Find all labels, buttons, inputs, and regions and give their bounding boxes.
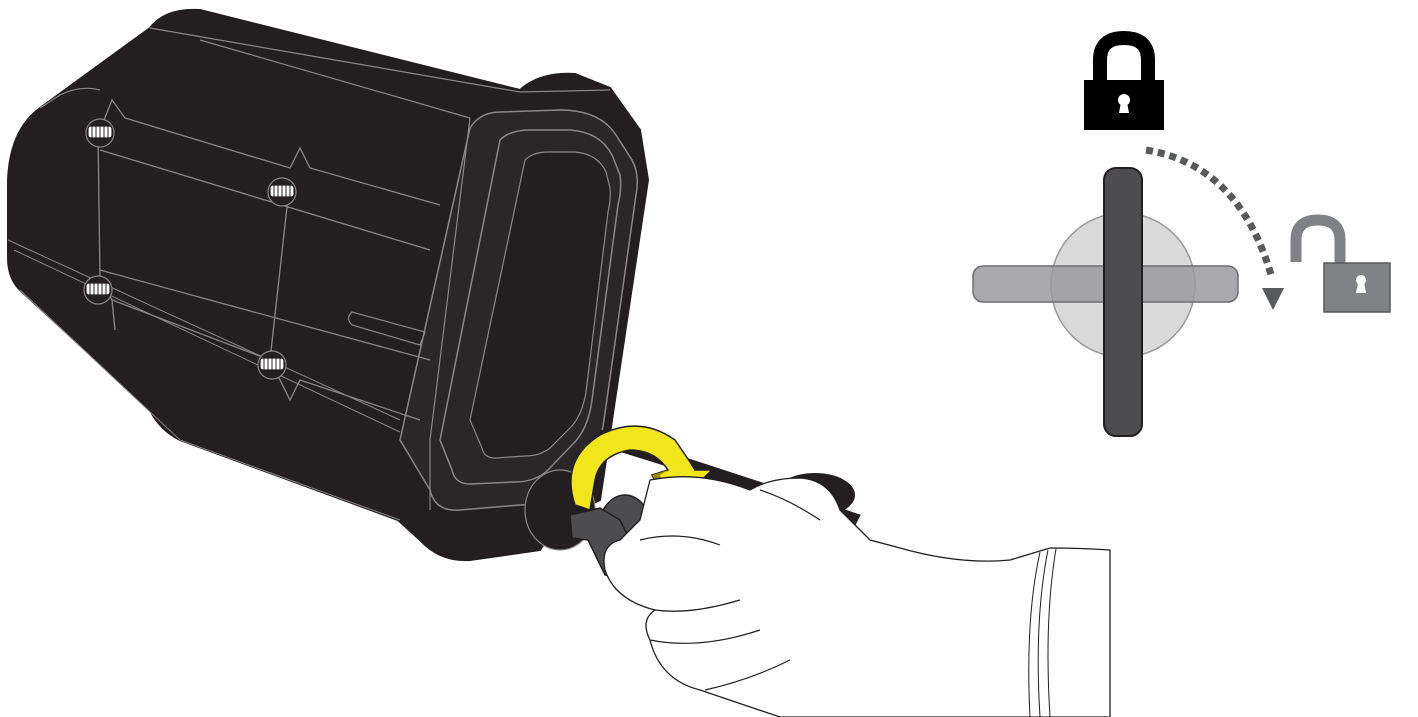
screw-top-left	[86, 119, 114, 147]
hand-outline	[604, 477, 1110, 717]
lock-open-icon	[1296, 220, 1390, 312]
screw-top-right	[268, 178, 296, 206]
lock-state-inset	[973, 38, 1390, 436]
dotted-arrow-head	[1262, 288, 1284, 310]
hand	[604, 477, 1110, 717]
knob-position-locked	[1104, 168, 1142, 436]
screw-bottom-right	[258, 351, 286, 379]
enclosure	[8, 10, 860, 560]
screw-bottom-left	[84, 276, 112, 304]
lock-closed-icon	[1084, 38, 1164, 130]
